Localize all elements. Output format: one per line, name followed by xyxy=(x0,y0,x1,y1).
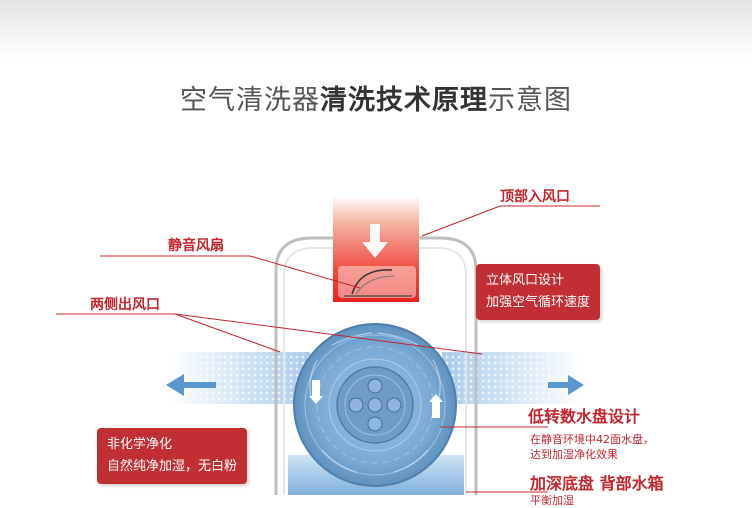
fan-unit xyxy=(338,266,416,298)
left-outlet-arrow xyxy=(166,374,216,396)
title-prefix: 空气清洗器 xyxy=(180,85,320,116)
leader-lines xyxy=(56,205,600,493)
label-deep-tank-desc: 平衡加湿 xyxy=(530,494,574,507)
rotation-arrows-icon xyxy=(309,380,443,418)
callout-purify-line-2: 自然纯净加湿，无白粉 xyxy=(107,459,238,474)
right-outlet-arrow xyxy=(548,375,584,395)
label-low-speed-disc: 低转数水盘设计 xyxy=(528,407,641,426)
callout-airflow-line-1: 立体风口设计 xyxy=(486,273,565,288)
top-shade xyxy=(0,0,752,60)
callout-airflow-design: 立体风口设计 加强空气循环速度 xyxy=(476,264,601,320)
label-low-speed-desc-2: 达到加湿净化效果 xyxy=(530,448,618,461)
callout-airflow-line-2: 加强空气循环速度 xyxy=(486,295,591,310)
label-top-inlet: 顶部入风口 xyxy=(500,189,570,205)
label-side-outlet: 两侧出风口 xyxy=(90,297,160,313)
title-bold: 清洗技术原理 xyxy=(320,85,488,116)
title-suffix: 示意图 xyxy=(488,85,572,116)
callout-purify-line-1: 非化学净化 xyxy=(107,437,173,452)
page-title: 空气清洗器清洗技术原理示意图 xyxy=(0,78,752,117)
callout-natural-purify: 非化学净化 自然纯净加湿，无白粉 xyxy=(97,428,248,484)
inlet-arrow-icon xyxy=(362,224,388,258)
water-disc xyxy=(293,323,457,487)
label-deep-tank: 加深底盘 背部水箱 xyxy=(530,474,664,493)
label-low-speed-desc-1: 在静音环境中42面水盘， xyxy=(530,433,654,446)
label-quiet-fan: 静音风扇 xyxy=(168,238,224,254)
